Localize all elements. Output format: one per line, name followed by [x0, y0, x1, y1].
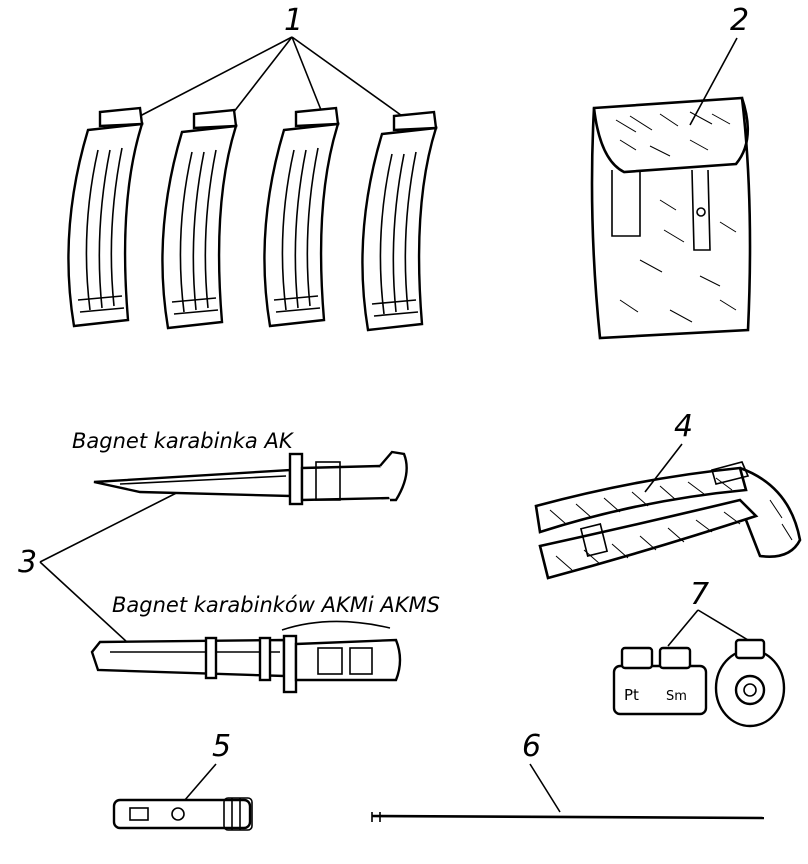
magazine-4	[361, 110, 438, 332]
magazine-group: 1	[67, 3, 438, 332]
label-oil-bottle: 7	[690, 577, 709, 612]
label-pouch: 2	[730, 3, 749, 38]
leader-bayonet-akm	[39, 561, 141, 655]
label-cleaning-rod: 6	[522, 729, 541, 764]
magazine-pouch: 2	[590, 3, 752, 340]
caption-bayonet-ak: Bagnet karabinka AK	[72, 429, 295, 453]
oil-bottle-group: 7 Pt Sm	[612, 577, 786, 728]
leader-oil-bottle-side	[697, 609, 749, 641]
oil-bottle-front: Pt Sm	[612, 646, 708, 716]
leader-sling	[644, 443, 683, 493]
rifle-sling: 4	[534, 409, 802, 580]
magazine-3	[263, 106, 340, 328]
magazine-2	[161, 108, 238, 330]
cleaning-rod: 6	[371, 729, 765, 822]
magazine-1	[67, 106, 144, 328]
leader-magazine-3	[291, 36, 324, 116]
leader-oil-bottle-front	[667, 609, 699, 647]
bayonet-group: Bagnet karabinka AK Bagnet karabinków AK…	[18, 429, 440, 694]
leader-magazine-4	[291, 36, 406, 119]
caption-bayonet-akm: Bagnet karabinków AKMi AKMS	[112, 593, 440, 617]
bayonet-ak	[93, 450, 408, 506]
oil-bottle-side	[714, 638, 786, 728]
label-sling: 4	[674, 409, 693, 444]
label-cleaning-tube: 5	[212, 729, 231, 764]
leader-pouch	[689, 37, 738, 126]
bayonet-akm	[90, 620, 402, 694]
leader-magazine-2	[232, 36, 293, 114]
oil-bottle-mark-right: Sm	[666, 689, 687, 704]
leader-cleaning-rod	[529, 763, 561, 813]
leader-magazine-1	[139, 36, 293, 117]
cleaning-kit-tube: 5	[112, 729, 253, 831]
label-magazines: 1	[284, 3, 303, 38]
label-bayonets: 3	[18, 545, 37, 580]
oil-bottle-mark-left: Pt	[624, 686, 639, 704]
